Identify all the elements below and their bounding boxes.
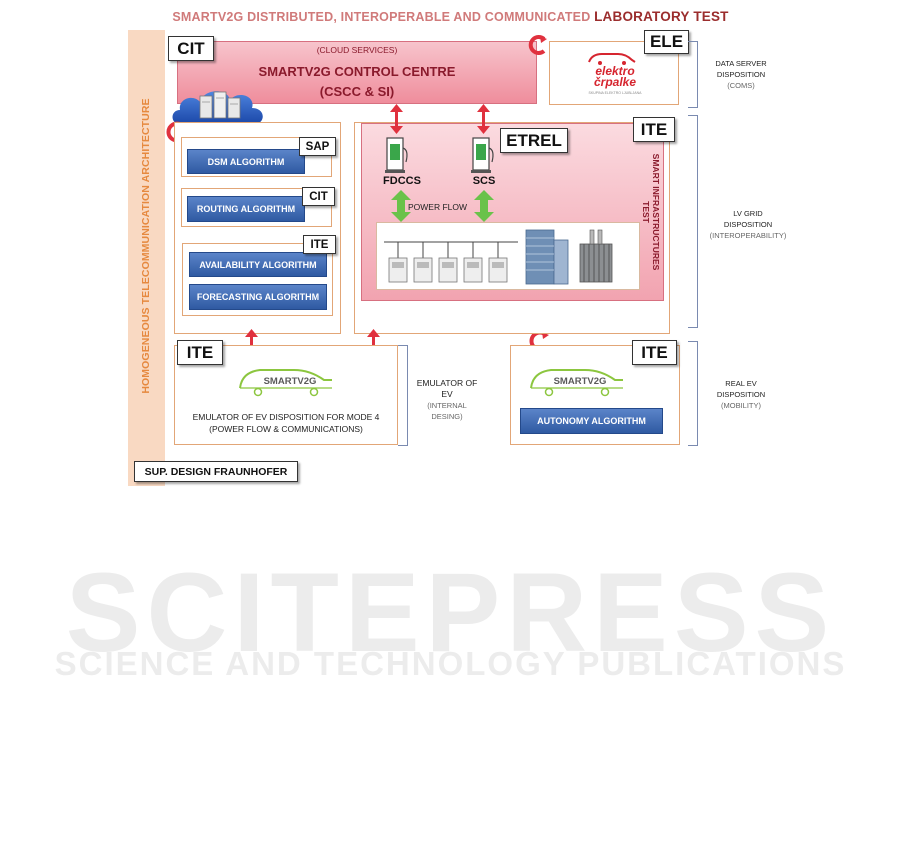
control-centre-subtitle: (CLOUD SERVICES) — [316, 45, 398, 55]
cit-tag: CIT — [168, 36, 214, 61]
control-centre-line1: SMARTV2G CONTROL CENTRE — [258, 64, 456, 79]
data-server-line1: DATA SERVER — [715, 59, 767, 68]
smartv2g-car-logo-icon — [530, 369, 623, 397]
diagram-title: SMARTV2G DISTRIBUTED, INTEROPERABLE AND … — [0, 9, 901, 24]
cit-routing-tag: CIT — [302, 187, 335, 206]
real-ev-line1: REAL EV — [725, 379, 757, 388]
real-ev-line2: DISPOSITION — [716, 390, 766, 399]
real-ev-label: REAL EV DISPOSITION (MOBILITY) — [700, 378, 782, 411]
real-ev-line3: (MOBILITY) — [720, 401, 761, 410]
smartv2g-logo-text: SMARTV2G — [263, 376, 317, 387]
emulator-side-line1: EMULATOR OF — [416, 378, 478, 388]
fraunhofer-tag: SUP. DESIGN FRAUNHOFER — [134, 461, 298, 482]
power-flow-label: POWER FLOW — [408, 202, 468, 212]
ev-car-logo-icon — [588, 53, 636, 65]
fdccs-charger-icon — [385, 137, 408, 173]
real-ev-bracket — [688, 341, 698, 446]
architecture-band — [128, 30, 165, 486]
lv-grid-meters-icon — [384, 229, 613, 285]
power-flow-arrow-right — [474, 190, 494, 222]
emulator-side-label: EMULATOR OF EV (INTERNAL DESING) — [412, 378, 482, 422]
data-server-label: DATA SERVER DISPOSITION (COMS) — [700, 58, 782, 91]
arrow-cc-fdccs — [390, 104, 403, 134]
emulator-bracket — [398, 345, 408, 446]
control-centre-box — [177, 41, 537, 104]
availability-algorithm: AVAILABILITY ALGORITHM — [189, 252, 327, 277]
control-centre-line2: (CSCC & SI) — [319, 84, 395, 99]
dsm-algorithm: DSM ALGORITHM — [187, 149, 305, 174]
ele-logo-small: SKUPINA ELEKTRO LJUBLJANA — [588, 91, 642, 95]
power-flow-arrow-left — [391, 190, 411, 222]
data-server-line2: DISPOSITION — [716, 70, 766, 79]
emulator-side-line2: EV — [441, 389, 453, 399]
watermark-title: SCITEPRESS — [65, 550, 836, 675]
routing-algorithm: ROUTING ALGORITHM — [187, 196, 305, 222]
ele-logo-line1: elektro — [595, 64, 635, 78]
watermark-subtitle: SCIENCE AND TECHNOLOGY PUBLICATIONS — [54, 645, 847, 682]
ele-tag: ELE — [644, 30, 689, 54]
lv-grid-line3: (INTEROPERABILITY) — [709, 231, 787, 240]
ite-infra-tag: ITE — [633, 117, 675, 142]
fdccs-label: FDCCS — [383, 175, 421, 187]
smartv2g-car-logo-icon — [239, 369, 332, 397]
title-part1: SMARTV2G DISTRIBUTED, INTEROPERABLE AND … — [172, 10, 591, 24]
control-centre-title: SMARTV2G CONTROL CENTRE (CSCC & SI) — [177, 62, 537, 102]
data-server-line3: (COMS) — [727, 81, 755, 90]
emulator-line1: EMULATOR OF EV DISPOSITION FOR MODE 4 — [192, 412, 380, 422]
autonomy-algorithm: AUTONOMY ALGORITHM — [520, 408, 663, 434]
smartv2g-logo-text: SMARTV2G — [553, 376, 607, 387]
transformer-icon — [579, 229, 613, 283]
lv-grid-bracket — [688, 115, 698, 328]
cloud-servers-icon — [172, 91, 263, 124]
ele-logo: elektro črpalke — [565, 64, 665, 89]
ele-logo-line2: črpalke — [593, 75, 637, 89]
emulator-side-line3: (INTERNAL DESING) — [427, 401, 467, 421]
lv-grid-label: LV GRID DISPOSITION (INTEROPERABILITY) — [696, 208, 800, 241]
building-icon — [525, 229, 569, 285]
ite-emulator-tag: ITE — [177, 340, 223, 365]
data-server-bracket — [688, 41, 698, 108]
etrel-tag: ETREL — [500, 128, 568, 153]
arrow-cc-scs — [477, 104, 490, 134]
cycle-arrow-icon — [528, 35, 547, 55]
title-part2: LABORATORY TEST — [594, 9, 729, 24]
emulator-description: EMULATOR OF EV DISPOSITION FOR MODE 4 (P… — [178, 411, 394, 435]
scs-label: SCS — [472, 175, 496, 187]
ite-real-ev-tag: ITE — [632, 340, 677, 365]
forecasting-algorithm: FORECASTING ALGORITHM — [189, 284, 327, 310]
ite-algorithms-tag: ITE — [303, 235, 336, 254]
emulator-line2: (POWER FLOW & COMMUNICATIONS) — [209, 424, 363, 434]
lv-grid-line2: DISPOSITION — [723, 220, 773, 229]
lv-grid-line1: LV GRID — [733, 209, 763, 218]
sap-tag: SAP — [299, 137, 336, 156]
scs-charger-icon — [471, 137, 494, 173]
